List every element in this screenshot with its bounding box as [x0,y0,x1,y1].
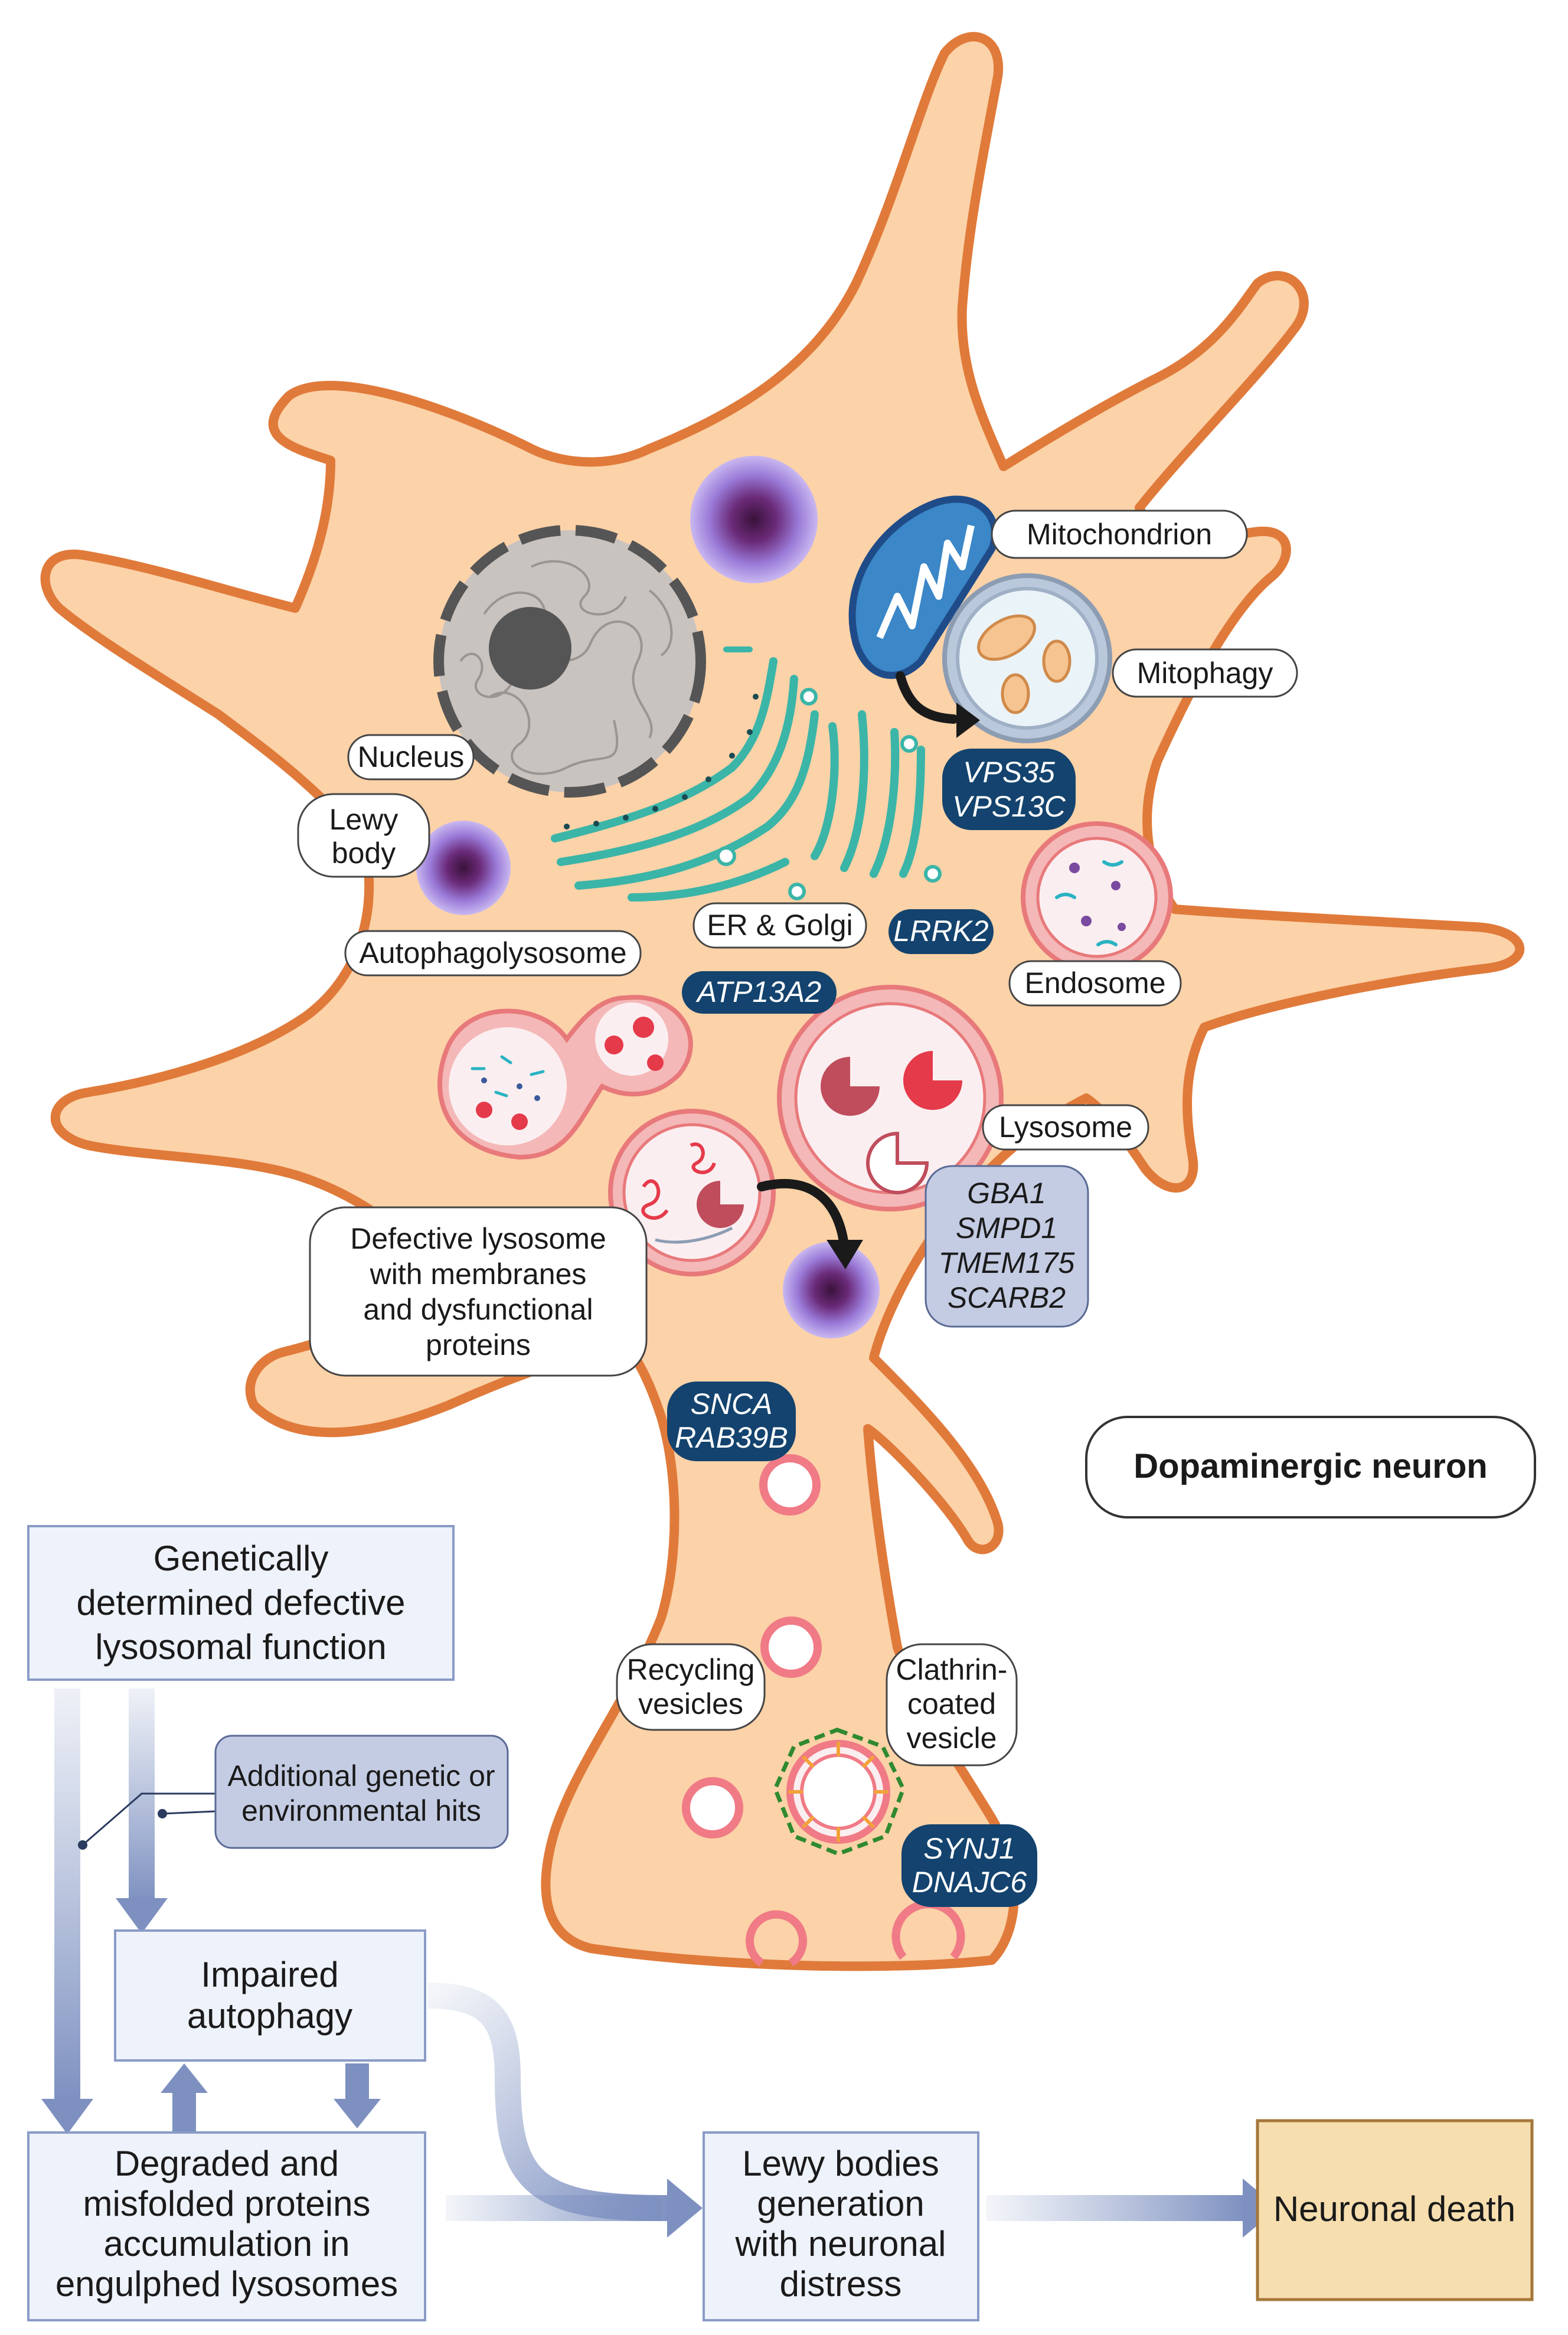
label-mitophagy: Mitophagy [1137,657,1273,690]
nucleolus [489,607,571,690]
flow-death: Neuronal death [1273,2189,1515,2229]
label-endosome: Endosome [1024,966,1165,1000]
gene-snca: SNCA [691,1387,773,1420]
gene-rab39b: RAB39B [675,1421,788,1454]
gene-gba1: GBA1 [967,1177,1046,1210]
gene-lrrk2: LRRK2 [893,915,988,948]
label-defective-2: with membranes [370,1258,587,1291]
label-recycling-1: Recycling [627,1653,755,1686]
gene-scarb2: SCARB2 [948,1281,1066,1314]
lewy-body-bottom [783,1242,880,1338]
flow-degraded-1: Degraded and [115,2144,339,2183]
lewy-body-left [416,821,511,915]
flow-additional-1: Additional genetic or [227,1759,495,1792]
lewy-body-top [690,456,818,583]
gene-tmem175: TMEM175 [939,1246,1075,1279]
label-autophagolysosome: Autophagolysosome [359,936,626,969]
mitophagy-arrow [896,671,958,724]
label-recycling-2: vesicles [638,1687,743,1720]
endosome [1021,821,1173,974]
gene-dnajc6: DNAJC6 [912,1866,1027,1899]
defective-lysosome [608,1109,776,1276]
label-nucleus: Nucleus [358,740,465,773]
recycling-vesicles [682,1454,822,1838]
label-lysosome: Lysosome [999,1111,1132,1144]
autophagolysosome [437,995,693,1160]
label-dopaminergic-neuron: Dopaminergic neuron [1133,1447,1487,1485]
flow-lewy-3: with neuronal [735,2224,946,2264]
flow-impaired-1: Impaired [201,1955,338,1994]
er-golgi-vesicles [716,688,942,900]
defective-lysosome-arrowhead [827,1240,863,1269]
gene-synj1: SYNJ1 [923,1832,1015,1865]
label-defective-1: Defective lysosome [350,1222,606,1255]
flow-impaired-2: autophagy [187,1996,352,2036]
flow-genetic-1: Genetically [153,1539,329,1578]
mitophagy-arrowhead [956,703,980,738]
flow-genetic-2: determined defective [77,1583,406,1622]
label-defective-3: and dysfunctional [363,1293,593,1326]
flow-degraded-3: accumulation in [104,2224,350,2264]
flow-lewy-1: Lewy bodies [742,2144,939,2183]
gene-vps35: VPS35 [963,756,1055,789]
flow-degraded-2: misfolded proteins [83,2184,371,2223]
flow-lewy-4: distress [780,2264,902,2304]
label-clathrin-3: vesicle [907,1722,997,1755]
label-lewy-body-2: body [332,837,396,870]
clathrin-coated-vesicle [773,1727,906,1856]
er-golgi [551,646,925,902]
defective-lysosome-arrow [757,1178,849,1250]
label-clathrin-2: coated [907,1687,996,1720]
flow-additional-2: environmental hits [241,1794,481,1827]
lysosome [777,985,1004,1211]
label-er-golgi: ER & Golgi [707,909,852,942]
label-clathrin-1: Clathrin- [896,1653,1008,1686]
nucleus [433,525,706,798]
label-mitochondrion: Mitochondrion [1027,518,1212,551]
gene-atp13a2: ATP13A2 [695,975,821,1008]
gene-smpd1: SMPD1 [956,1211,1057,1245]
chromatin [459,560,673,775]
label-lewy-body-1: Lewy [329,803,398,836]
flow-degraded-4: engulphed lysosomes [55,2264,398,2304]
mitochondrion [848,495,998,679]
flow-lewy-2: generation [757,2184,925,2223]
gene-vps13c: VPS13C [952,790,1066,823]
flow-genetic-3: lysosomal function [95,1627,387,1667]
mitophagy-vesicle [942,573,1112,743]
label-defective-4: proteins [426,1328,531,1361]
flow-arrows [41,1689,1278,2238]
ribosomes [564,694,759,830]
